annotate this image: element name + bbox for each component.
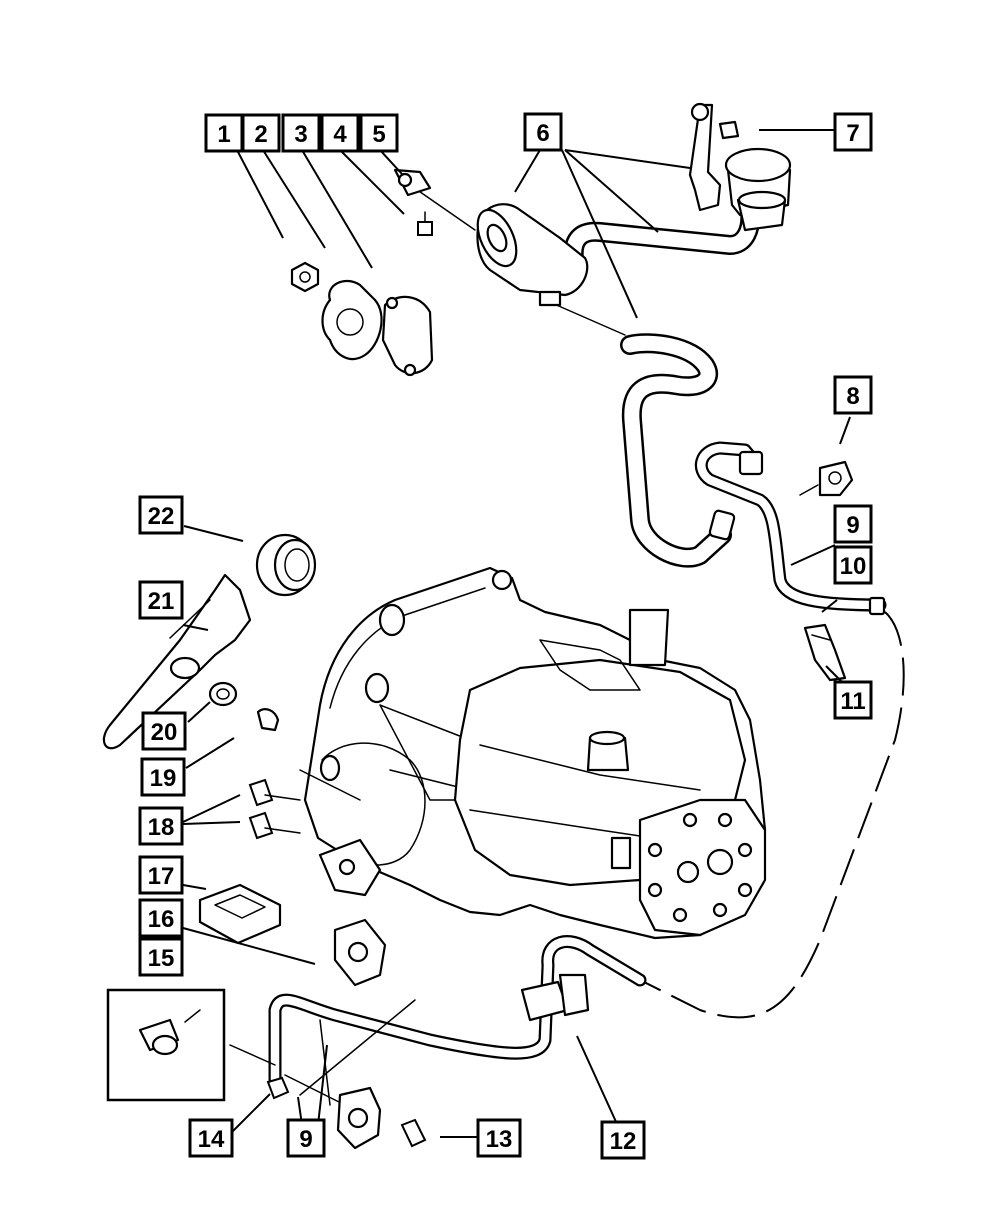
svg-text:7: 7 xyxy=(846,120,859,147)
svg-text:20: 20 xyxy=(151,719,178,746)
callout-4: 4 xyxy=(320,113,360,153)
callout-1: 1 xyxy=(204,113,244,153)
callout-19: 19 xyxy=(140,757,186,797)
svg-text:18: 18 xyxy=(148,814,175,841)
svg-text:11: 11 xyxy=(840,688,865,715)
svg-text:8: 8 xyxy=(846,383,859,410)
callout-15: 15 xyxy=(138,937,184,977)
bolt-part-13 xyxy=(400,1118,427,1148)
svg-text:5: 5 xyxy=(372,121,385,148)
clutch-fluid-reservoir xyxy=(688,102,792,232)
plate-part-3 xyxy=(381,295,434,375)
bolt-part-18a xyxy=(248,778,274,807)
callout-9-upper: 9 xyxy=(833,504,873,544)
callout-7: 7 xyxy=(833,112,873,152)
callout-20: 20 xyxy=(141,711,187,751)
callout-9-lower: 9 xyxy=(286,1118,326,1158)
callout-22: 22 xyxy=(138,495,184,535)
connector-part-8 xyxy=(818,460,854,497)
callout-14: 14 xyxy=(188,1118,234,1158)
ball-stud-part-19 xyxy=(256,708,280,732)
slave-cylinder-assembly xyxy=(266,1076,427,1150)
callout-8: 8 xyxy=(833,375,873,415)
svg-text:19: 19 xyxy=(150,765,177,792)
svg-text:2: 2 xyxy=(254,121,267,148)
svg-text:10: 10 xyxy=(840,553,867,580)
callout-17: 17 xyxy=(138,855,184,895)
callout-5: 5 xyxy=(359,113,399,153)
svg-text:13: 13 xyxy=(486,1126,513,1153)
leader-lines xyxy=(182,129,851,1138)
svg-text:4: 4 xyxy=(333,121,347,148)
svg-text:14: 14 xyxy=(198,1126,225,1153)
callout-labels: 1 2 3 4 5 6 7 8 9 10 11 22 21 20 19 18 1… xyxy=(138,112,873,1160)
svg-text:22: 22 xyxy=(148,503,175,530)
bolt-part-18b xyxy=(248,811,274,840)
gasket-part-2 xyxy=(321,279,383,361)
callout-6: 6 xyxy=(523,112,563,152)
svg-text:15: 15 xyxy=(148,945,175,972)
clutch-hose-routing xyxy=(229,200,905,1106)
svg-text:21: 21 xyxy=(148,588,175,615)
callout-11: 11 xyxy=(833,680,873,720)
callout-18: 18 xyxy=(138,806,184,846)
bleeder-part-14 xyxy=(266,1076,290,1100)
connector-and-clip xyxy=(799,460,854,682)
callout-3: 3 xyxy=(281,113,321,153)
callout-12: 12 xyxy=(600,1120,646,1160)
callout-21: 21 xyxy=(138,580,184,620)
detail-inset xyxy=(106,988,226,1102)
pad-part-17 xyxy=(198,883,282,945)
svg-text:12: 12 xyxy=(610,1128,637,1155)
svg-text:16: 16 xyxy=(148,906,175,933)
clutch-master-cylinder xyxy=(393,168,589,307)
svg-text:17: 17 xyxy=(148,863,175,890)
svg-text:9: 9 xyxy=(299,1126,312,1153)
bolt-part-4 xyxy=(417,221,433,236)
callout-2: 2 xyxy=(241,113,281,153)
svg-text:6: 6 xyxy=(536,120,549,147)
pivot-part-20 xyxy=(208,681,238,707)
callout-16: 16 xyxy=(138,898,184,938)
nut-part-1 xyxy=(290,261,320,293)
release-components xyxy=(102,533,387,987)
svg-text:1: 1 xyxy=(217,121,230,148)
master-cylinder-mounting-parts xyxy=(290,211,434,377)
svg-text:9: 9 xyxy=(846,512,859,539)
svg-text:3: 3 xyxy=(294,121,307,148)
transaxle-assembly xyxy=(299,566,767,940)
callout-13: 13 xyxy=(476,1118,522,1158)
callout-10: 10 xyxy=(833,545,873,585)
clip-part-11 xyxy=(803,623,847,682)
